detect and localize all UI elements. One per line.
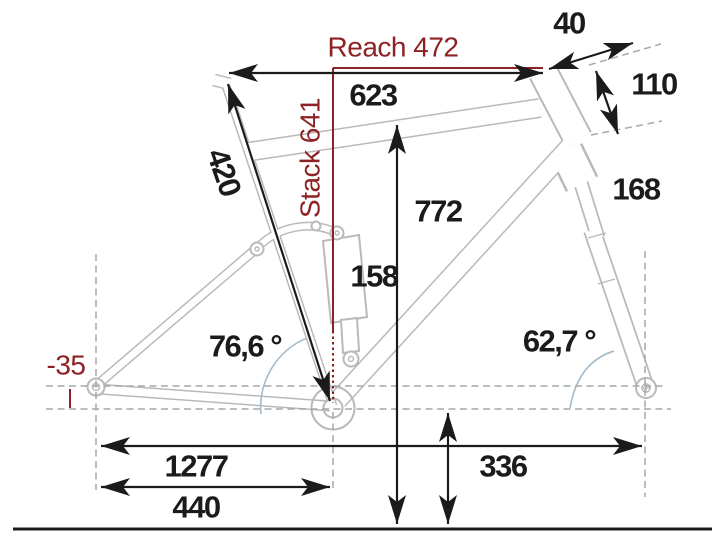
- front-dropout: [635, 377, 657, 399]
- head-angle-arc: [569, 350, 615, 409]
- seat-tube-arrow: [226, 83, 332, 402]
- head-tube-arrow: [594, 70, 620, 135]
- shock-dimension: 158: [350, 259, 398, 294]
- frame-outline: [86, 64, 657, 431]
- chainstay-dimension: 440: [172, 490, 219, 525]
- seat-tube-dimension: 420: [200, 144, 249, 200]
- stem-spacer-dimension: 40: [553, 6, 585, 41]
- shock-eyelet: [342, 350, 360, 368]
- stem-spacer-arrow: [548, 41, 634, 71]
- pivot: [310, 220, 322, 232]
- top-tube-dimension: 623: [349, 78, 397, 113]
- bb-height-dimension: 336: [479, 449, 527, 484]
- pivot: [249, 241, 265, 257]
- head-tube-bottom-extension-dashed: [590, 120, 663, 136]
- seat-angle-dimension: 76,6 °: [209, 329, 282, 364]
- bb-drop-dimension: -35: [47, 350, 86, 381]
- head-tube-top-extension-dashed: [588, 43, 662, 66]
- wheelbase-dimension: 1277: [165, 449, 228, 484]
- standover-dimension: 772: [414, 194, 461, 229]
- rear-shock: [321, 233, 369, 368]
- fork-dimension: 168: [612, 172, 660, 207]
- stack-dimension: Stack 641: [295, 98, 326, 218]
- fork-joint-line: [597, 278, 616, 285]
- fork-joint-line: [587, 232, 607, 239]
- dimension-arrows: [101, 41, 642, 524]
- head-angle-dimension: 62,7 °: [523, 324, 596, 359]
- reach-dimension: Reach 472: [328, 32, 459, 63]
- head-tube-dimension: 110: [631, 67, 677, 102]
